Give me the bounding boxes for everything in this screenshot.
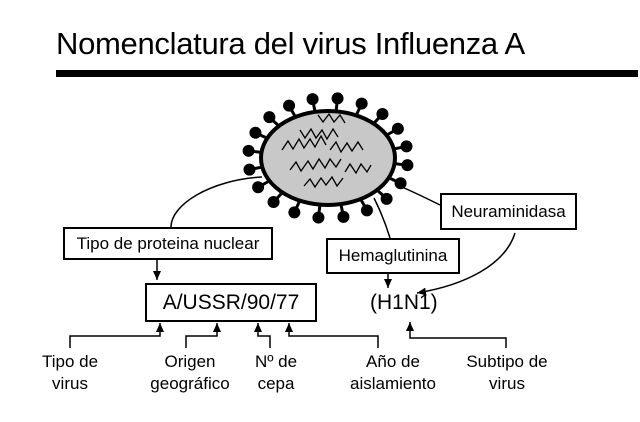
arrow-origin-to-code [185,323,221,348]
connector-lines [69,176,516,348]
virus-spike-head [360,204,373,217]
virus-spike-head [242,144,255,157]
virus-spike-head [267,195,280,208]
virus-type-label: Tipo de virus [41,352,99,393]
geographic-origin-label: Origen geográfico [150,352,230,393]
virus-spike-head [400,140,413,153]
arrow-strain-number-to-code [254,323,271,348]
arrow-virus-type-to-code [69,323,164,348]
virus-spike-head [376,108,389,121]
slide-title: Nomenclatura del virus Influenza A [56,26,525,61]
arrow-subtype-label-to-code [406,322,507,348]
virus-spike-head [331,92,344,105]
virus-spike-head [380,192,393,205]
virus-spike-head [243,163,256,176]
virus-spike-head [306,93,319,106]
virus-spike-head [401,159,414,172]
virus-spike-head [394,177,407,190]
strain-number-label: Nº de cepa [254,352,298,393]
title-underline [56,70,638,77]
virus-spike-head [288,206,301,219]
nuclear-protein-box: Tipo de proteina nuclear [63,227,273,260]
arrow-year-to-code [285,323,379,348]
strain-code-box: A/USSR/90/77 [145,283,317,322]
connector-virus-to-neuraminidase [401,186,441,206]
virus-spike-head [391,122,404,135]
hemagglutinin-label: Hemaglutinina [338,246,448,265]
virus-spike-head [312,211,325,224]
virus-spike-head [252,181,265,194]
arrow-neuraminidase-to-subtype [416,232,516,296]
strain-code-label: A/USSR/90/77 [162,290,300,314]
subtype-code: (H1N1) [370,291,438,314]
virus-particle-icon [242,92,414,224]
virus-spike-head [263,111,276,124]
connector-virus-to-nuclear-protein [170,176,263,229]
virus-spike-head [249,126,262,139]
virus-spike-head [337,210,350,223]
nuclear-protein-label: Tipo de proteina nuclear [76,233,260,253]
virus-spike-head [283,99,296,112]
neuraminidase-box: Neuraminidasa [440,193,577,230]
connector-virus-to-hemagglutinin [373,197,391,239]
neuraminidase-label: Neuraminidasa [451,201,566,221]
virus-subtype-label: Subtipo de virus [466,352,548,393]
hemagglutinin-box: Hemaglutinina [326,238,460,274]
isolation-year-label: Año de aislamiento [350,352,436,393]
virus-spike-head [355,97,368,110]
